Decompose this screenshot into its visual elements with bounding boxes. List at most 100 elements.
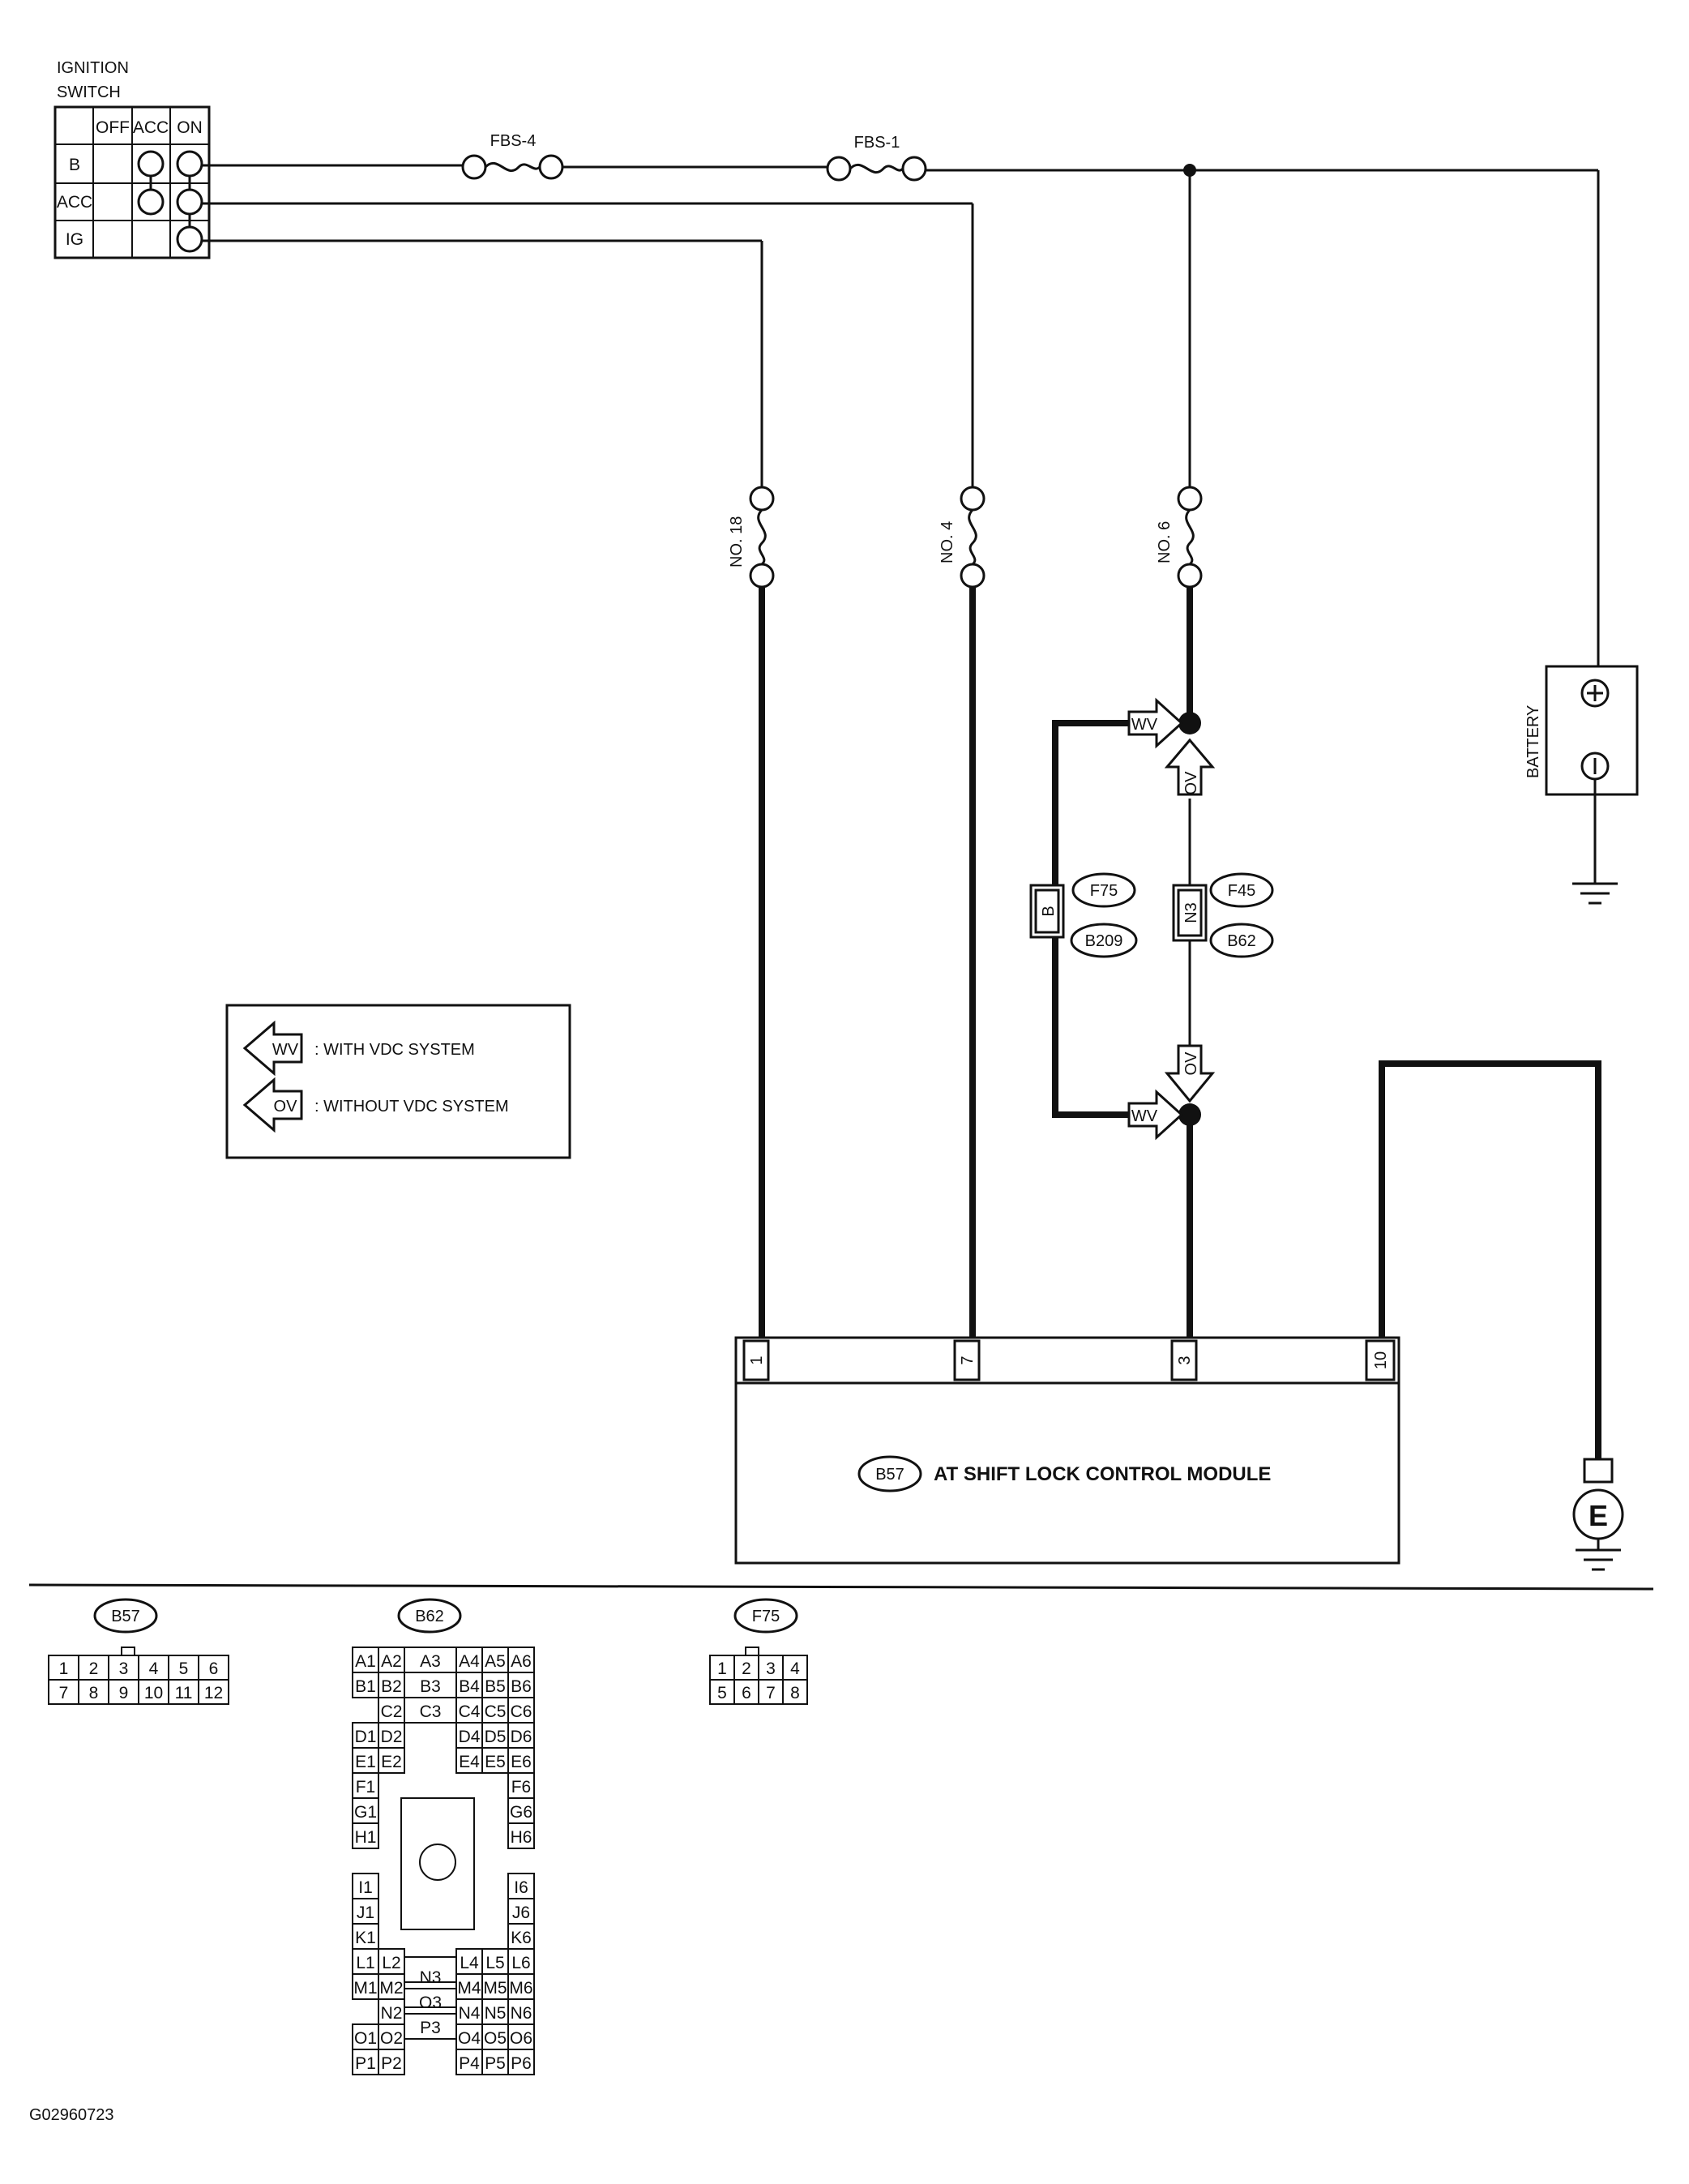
pin-label: A4 — [459, 1652, 480, 1671]
pin-label: J1 — [357, 1904, 374, 1922]
pin-label: O4 — [458, 2029, 481, 2048]
pin-cell — [507, 1822, 535, 1849]
badge-f75: F75 — [1090, 882, 1118, 900]
connector-b62-badge: B62 — [415, 1608, 444, 1625]
row-ig: IG — [66, 230, 83, 249]
pin-label: O3 — [419, 1993, 442, 2012]
figure-code: G02960723 — [29, 2106, 114, 2124]
fuse-no4: NO. 4 — [939, 486, 986, 589]
module-pin-7: 7 — [959, 1355, 977, 1364]
pin-label: P6 — [511, 2054, 532, 2073]
pin-label: E4 — [459, 1753, 480, 1771]
pin-label: A2 — [381, 1652, 402, 1671]
pin-label: A3 — [420, 1652, 441, 1671]
fuse-no18: NO. 18 — [728, 486, 775, 589]
fuse-no18-label: NO. 18 — [728, 516, 746, 567]
pin-label: G1 — [354, 1803, 377, 1822]
pin-label: 3 — [119, 1659, 129, 1678]
badge-f45: F45 — [1228, 882, 1255, 900]
pin-label: N6 — [511, 2004, 532, 2023]
pin-label: L6 — [511, 1954, 530, 1972]
pin-label: C5 — [485, 1702, 507, 1721]
row-b: B — [69, 156, 80, 174]
pin-cell — [782, 1679, 808, 1705]
ignition-switch: IGNITION SWITCH OFF ACC ON B ACC IG — [53, 59, 211, 259]
pin-label: 10 — [144, 1684, 163, 1702]
connector-b62-face: B62 A1B1D1E1F1G1H1I1J1K1L1M1O1P1A2B2C2D2… — [352, 1598, 535, 2075]
shift-lock-module: 1 7 3 10 B57 AT SHIFT LOCK CONTROL MODUL… — [734, 1336, 1400, 1565]
ov-arrow-top: OV — [1164, 738, 1216, 796]
legend-wv-symbol: WV — [272, 1041, 299, 1059]
pin-label: E5 — [485, 1753, 506, 1771]
pin-label: C6 — [511, 1702, 532, 1721]
pin-label: A1 — [355, 1652, 376, 1671]
pin-label: 1 — [59, 1659, 69, 1678]
wv-arrow-bottom-label: WV — [1131, 1107, 1158, 1125]
module-name: AT SHIFT LOCK CONTROL MODULE — [934, 1463, 1271, 1485]
pin-cell — [404, 2006, 457, 2040]
pin-label: L5 — [485, 1954, 504, 1972]
pin-label: 8 — [790, 1684, 800, 1702]
pin-cell — [404, 1981, 457, 2015]
pin-label: P5 — [485, 2054, 506, 2073]
pin-label: O1 — [354, 2029, 377, 2048]
pin-label: O5 — [484, 2029, 507, 2048]
pin-label: I1 — [358, 1878, 373, 1897]
connector-n3-inline: N3 F45 B62 — [1172, 872, 1274, 958]
ignition-switch-title-2: SWITCH — [57, 84, 121, 101]
module-pin-1: 1 — [748, 1355, 766, 1364]
pin-label: P2 — [381, 2054, 402, 2073]
ground-e-label: E — [1589, 1499, 1608, 1532]
pin-label: D6 — [511, 1728, 532, 1746]
pin-label: 6 — [742, 1684, 751, 1702]
pin-label: 2 — [89, 1659, 99, 1678]
pin-label: O6 — [510, 2029, 532, 2048]
pin-label: F1 — [356, 1778, 376, 1796]
pin-label: I6 — [514, 1878, 528, 1897]
ground-e: E — [1572, 1458, 1624, 1571]
pin-cell — [507, 2049, 535, 2075]
pin-cell — [378, 1747, 405, 1774]
module-feed-wires — [759, 587, 1601, 1459]
pin-label: D4 — [459, 1728, 481, 1746]
pin-label: E2 — [381, 1753, 402, 1771]
pin-label: C4 — [459, 1702, 481, 1721]
pin-label: B3 — [420, 1677, 441, 1696]
badge-b209: B209 — [1085, 932, 1123, 950]
pin-label: M1 — [353, 1979, 377, 1998]
pin-label: L1 — [356, 1954, 374, 1972]
pin-label: K1 — [355, 1929, 376, 1947]
battery-label: BATTERY — [1524, 705, 1542, 778]
pin-label: G6 — [510, 1803, 532, 1822]
pin-label: C3 — [420, 1702, 442, 1721]
module-pin-3: 3 — [1176, 1355, 1194, 1364]
pin-label: 7 — [59, 1684, 69, 1702]
pin-label: 1 — [717, 1659, 727, 1678]
pin-label: O2 — [380, 2029, 403, 2048]
pin-label: N2 — [381, 2004, 403, 2023]
pin-label: 9 — [119, 1684, 129, 1702]
pin-label: 5 — [717, 1684, 727, 1702]
module-badge: B57 — [875, 1466, 904, 1484]
col-on: ON — [177, 118, 203, 137]
pin-label: D2 — [381, 1728, 403, 1746]
pin-label: M4 — [457, 1979, 481, 1998]
battery: BATTERY — [1524, 665, 1639, 905]
pin-label: P1 — [355, 2054, 376, 2073]
legend-ov-symbol: OV — [274, 1098, 298, 1116]
pin-label: 5 — [179, 1659, 189, 1678]
fuse-no4-label: NO. 4 — [939, 521, 956, 563]
pin-label: 11 — [175, 1684, 193, 1702]
pin-label: B2 — [381, 1677, 402, 1696]
pin-label: 8 — [89, 1684, 99, 1702]
pin-cell — [352, 1822, 379, 1849]
fuse-no6: NO. 6 — [1156, 486, 1203, 589]
legend: WV : WITH VDC SYSTEM OV : WITHOUT VDC SY… — [225, 1004, 571, 1159]
pin-label: B4 — [459, 1677, 480, 1696]
fuse-fbs1-label: FBS-1 — [854, 134, 900, 152]
pin-label: 4 — [790, 1659, 800, 1678]
separator-line — [28, 1583, 1654, 1591]
connector-n3-pin-label: N3 — [1182, 902, 1200, 923]
